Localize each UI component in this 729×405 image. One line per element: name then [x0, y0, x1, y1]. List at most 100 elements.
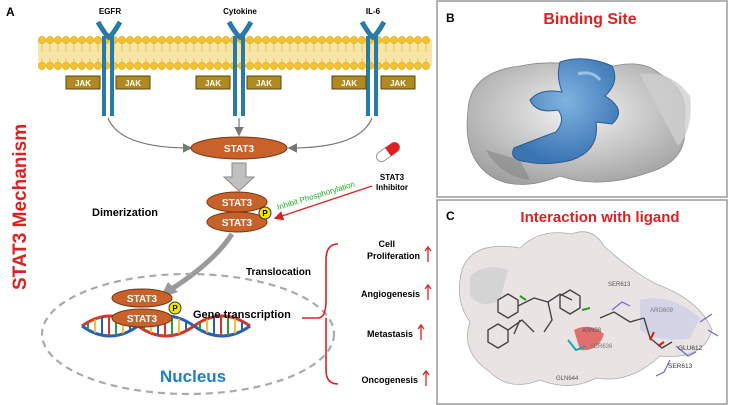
activation-arrows [107, 117, 373, 153]
residue-label: ASN38 [582, 328, 602, 334]
lipid-head [414, 62, 422, 70]
lipid-head [214, 36, 222, 44]
receptor-egfr: EGFR [95, 7, 123, 116]
lipid-head [150, 62, 158, 70]
inhibitor-label-2: Inhibitor [376, 183, 408, 192]
lipid-head [350, 36, 358, 44]
lipid-head [262, 36, 270, 44]
lipid-head [46, 36, 54, 44]
outcome-3: Metastasis [367, 329, 413, 339]
lipid-head [54, 62, 62, 70]
jak-label: JAK [75, 79, 91, 88]
phospho-label: P [172, 304, 178, 313]
increase-arrow-icon [422, 369, 430, 386]
ligand-interaction-image: SER613 ASN38 GLN644 GLU612 SER613 ARG609… [458, 231, 719, 386]
lipid-head [118, 36, 126, 44]
phospho-label: P [262, 209, 268, 218]
stat3-label: STAT3 [127, 314, 158, 325]
lipid-head [326, 62, 334, 70]
lipid-head [214, 62, 222, 70]
lipid-head [198, 36, 206, 44]
inhibitor-label-1: STAT3 [380, 173, 405, 182]
increase-arrow-icon [424, 283, 432, 300]
panel-c: C Interaction with ligand [436, 199, 728, 405]
lipid-head [38, 62, 46, 70]
lipid-head [302, 62, 310, 70]
stat3-label: STAT3 [127, 294, 158, 305]
stat3-label: STAT3 [222, 198, 253, 209]
lipid-head [310, 36, 318, 44]
lipid-head [406, 36, 414, 44]
dimerization-label: Dimerization [92, 207, 158, 219]
panel-b-title: Binding Site [543, 11, 636, 28]
nuclear-stat3-bottom [111, 308, 173, 328]
jak-label: JAK [390, 79, 406, 88]
lipid-head [54, 36, 62, 44]
dimerization-arrow [222, 162, 256, 192]
lipid-head [414, 36, 422, 44]
lipid-head [134, 62, 142, 70]
lipid-head [318, 36, 326, 44]
lipid-head [182, 36, 190, 44]
nucleus-boundary [40, 272, 336, 396]
lipid-head [126, 36, 134, 44]
lipid-head [246, 62, 254, 70]
jak-label: JAK [256, 79, 272, 88]
receptor-label-cytokine: Cytokine [223, 7, 257, 16]
lipid-head [390, 62, 398, 70]
lipid-head [422, 62, 430, 70]
panel-a: A STAT3 Mechanism EGFR Cytokine IL-6 [6, 5, 432, 396]
phospho-badge [258, 206, 272, 220]
lipid-head [262, 62, 270, 70]
lipid-head [166, 62, 174, 70]
lipid-head [334, 62, 342, 70]
lipid-head [406, 62, 414, 70]
gene-transcription-label: Gene transcription [193, 309, 291, 321]
lipid-head [246, 36, 254, 44]
lipid-head [142, 36, 150, 44]
lipid-head [78, 36, 86, 44]
outcome-list: Cell Proliferation Angiogenesis Metastas… [361, 239, 432, 386]
lipid-head [342, 36, 350, 44]
lipid-head [358, 62, 366, 70]
lipid-head [94, 62, 102, 70]
lipid-head [398, 36, 406, 44]
lipid-head [174, 62, 182, 70]
lipid-head [342, 62, 350, 70]
stat3-label: STAT3 [222, 218, 253, 229]
lipid-head [390, 36, 398, 44]
inhibition-arrow [273, 185, 373, 221]
jak-label: JAK [205, 79, 221, 88]
lipid-head [286, 62, 294, 70]
lipid-head [78, 62, 86, 70]
lipid-head [86, 62, 94, 70]
nucleus-label: Nucleus [160, 367, 226, 386]
lipid-head [254, 62, 262, 70]
side-title: STAT3 Mechanism [10, 124, 31, 290]
outcome-2: Angiogenesis [361, 289, 420, 299]
lipid-head [174, 36, 182, 44]
lipid-head [294, 36, 302, 44]
lipid-head [278, 36, 286, 44]
lipid-head [270, 62, 278, 70]
lipid-head [302, 36, 310, 44]
lipid-head [358, 36, 366, 44]
panel-c-letter: C [446, 209, 455, 223]
lipid-head [254, 36, 262, 44]
lipid-head [334, 36, 342, 44]
lipid-head [142, 62, 150, 70]
increase-arrow-icon [424, 245, 432, 262]
lipid-head [118, 62, 126, 70]
translocation-label: Translocation [246, 267, 311, 278]
lipid-head [158, 62, 166, 70]
panel-a-letter: A [6, 5, 15, 19]
lipid-head [294, 62, 302, 70]
residue-label: SER636 [590, 344, 613, 350]
outcome-1-line2: Proliferation [367, 251, 420, 261]
panel-c-title: Interaction with ligand [520, 209, 679, 226]
lipid-head [318, 62, 326, 70]
phospho-badge [168, 301, 182, 315]
stat3-dimer-bottom [206, 211, 268, 233]
increase-arrow-icon [417, 323, 425, 340]
lipid-head [134, 36, 142, 44]
